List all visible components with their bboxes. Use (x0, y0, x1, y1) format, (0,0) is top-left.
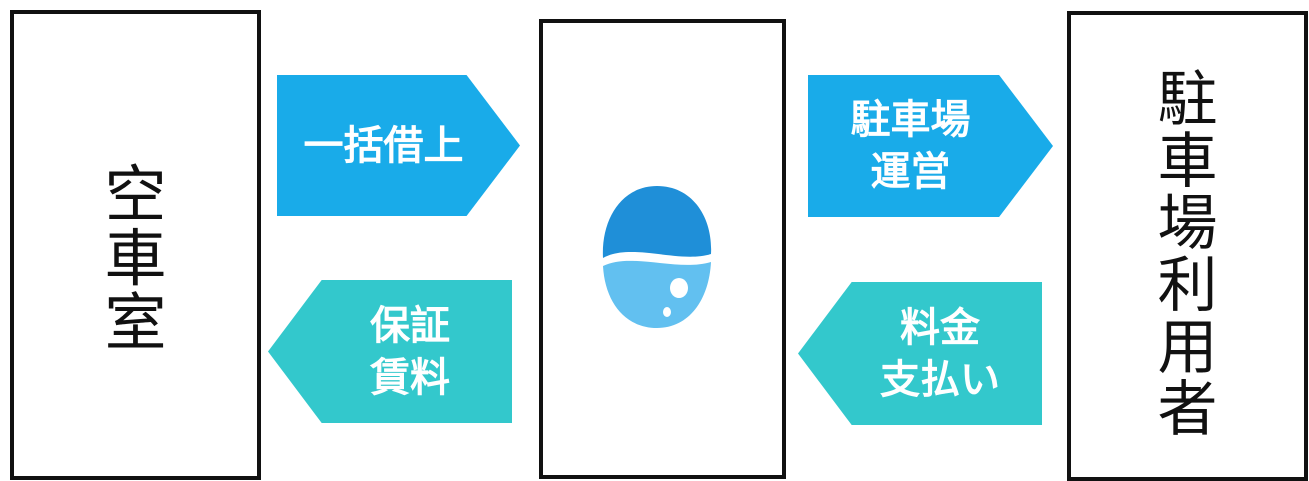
water-drop-icon (602, 186, 712, 328)
parking-operation-arrow: 駐車場 運営 (808, 75, 1053, 217)
arrow-label: 保証 (370, 302, 450, 349)
parking-user-char: 駐 (1157, 65, 1218, 135)
arrow-label: 支払い (880, 356, 1000, 403)
arrow-label: 賃料 (370, 354, 450, 401)
logo-bottom (603, 260, 711, 328)
vacant-room-char: 車 (104, 222, 167, 295)
arrow-label: 駐車場 (850, 97, 971, 143)
vacant-room-char: 室 (104, 286, 167, 359)
parking-user-char: 車 (1157, 127, 1218, 197)
parking-user-char: 場 (1157, 189, 1218, 259)
vacant-room-char: 空 (104, 158, 167, 231)
parking-user-char: 用 (1157, 313, 1218, 383)
bulk-lease-arrow: 一括借上 (277, 75, 520, 216)
parking-user-char: 者 (1157, 375, 1218, 445)
fee-payment-arrow: 料金 支払い (798, 282, 1042, 425)
parking-user-box: 駐 車 場 利 用 者 (1067, 11, 1308, 481)
arrow-label: 一括借上 (303, 122, 464, 169)
guaranteed-rent-arrow: 保証 賃料 (268, 280, 512, 423)
arrow-label: 料金 (900, 304, 980, 351)
logo-bubble-small (663, 307, 671, 317)
parking-user-label: 駐 車 場 利 用 者 (1071, 70, 1304, 442)
logo-bubble-large (670, 278, 688, 298)
arrow-label: 運営 (870, 149, 951, 195)
parking-user-char: 利 (1157, 251, 1218, 321)
vacant-room-box: 空 車 室 (10, 10, 261, 480)
logo-top (602, 186, 712, 258)
vacant-room-label: 空 車 室 (14, 164, 257, 356)
